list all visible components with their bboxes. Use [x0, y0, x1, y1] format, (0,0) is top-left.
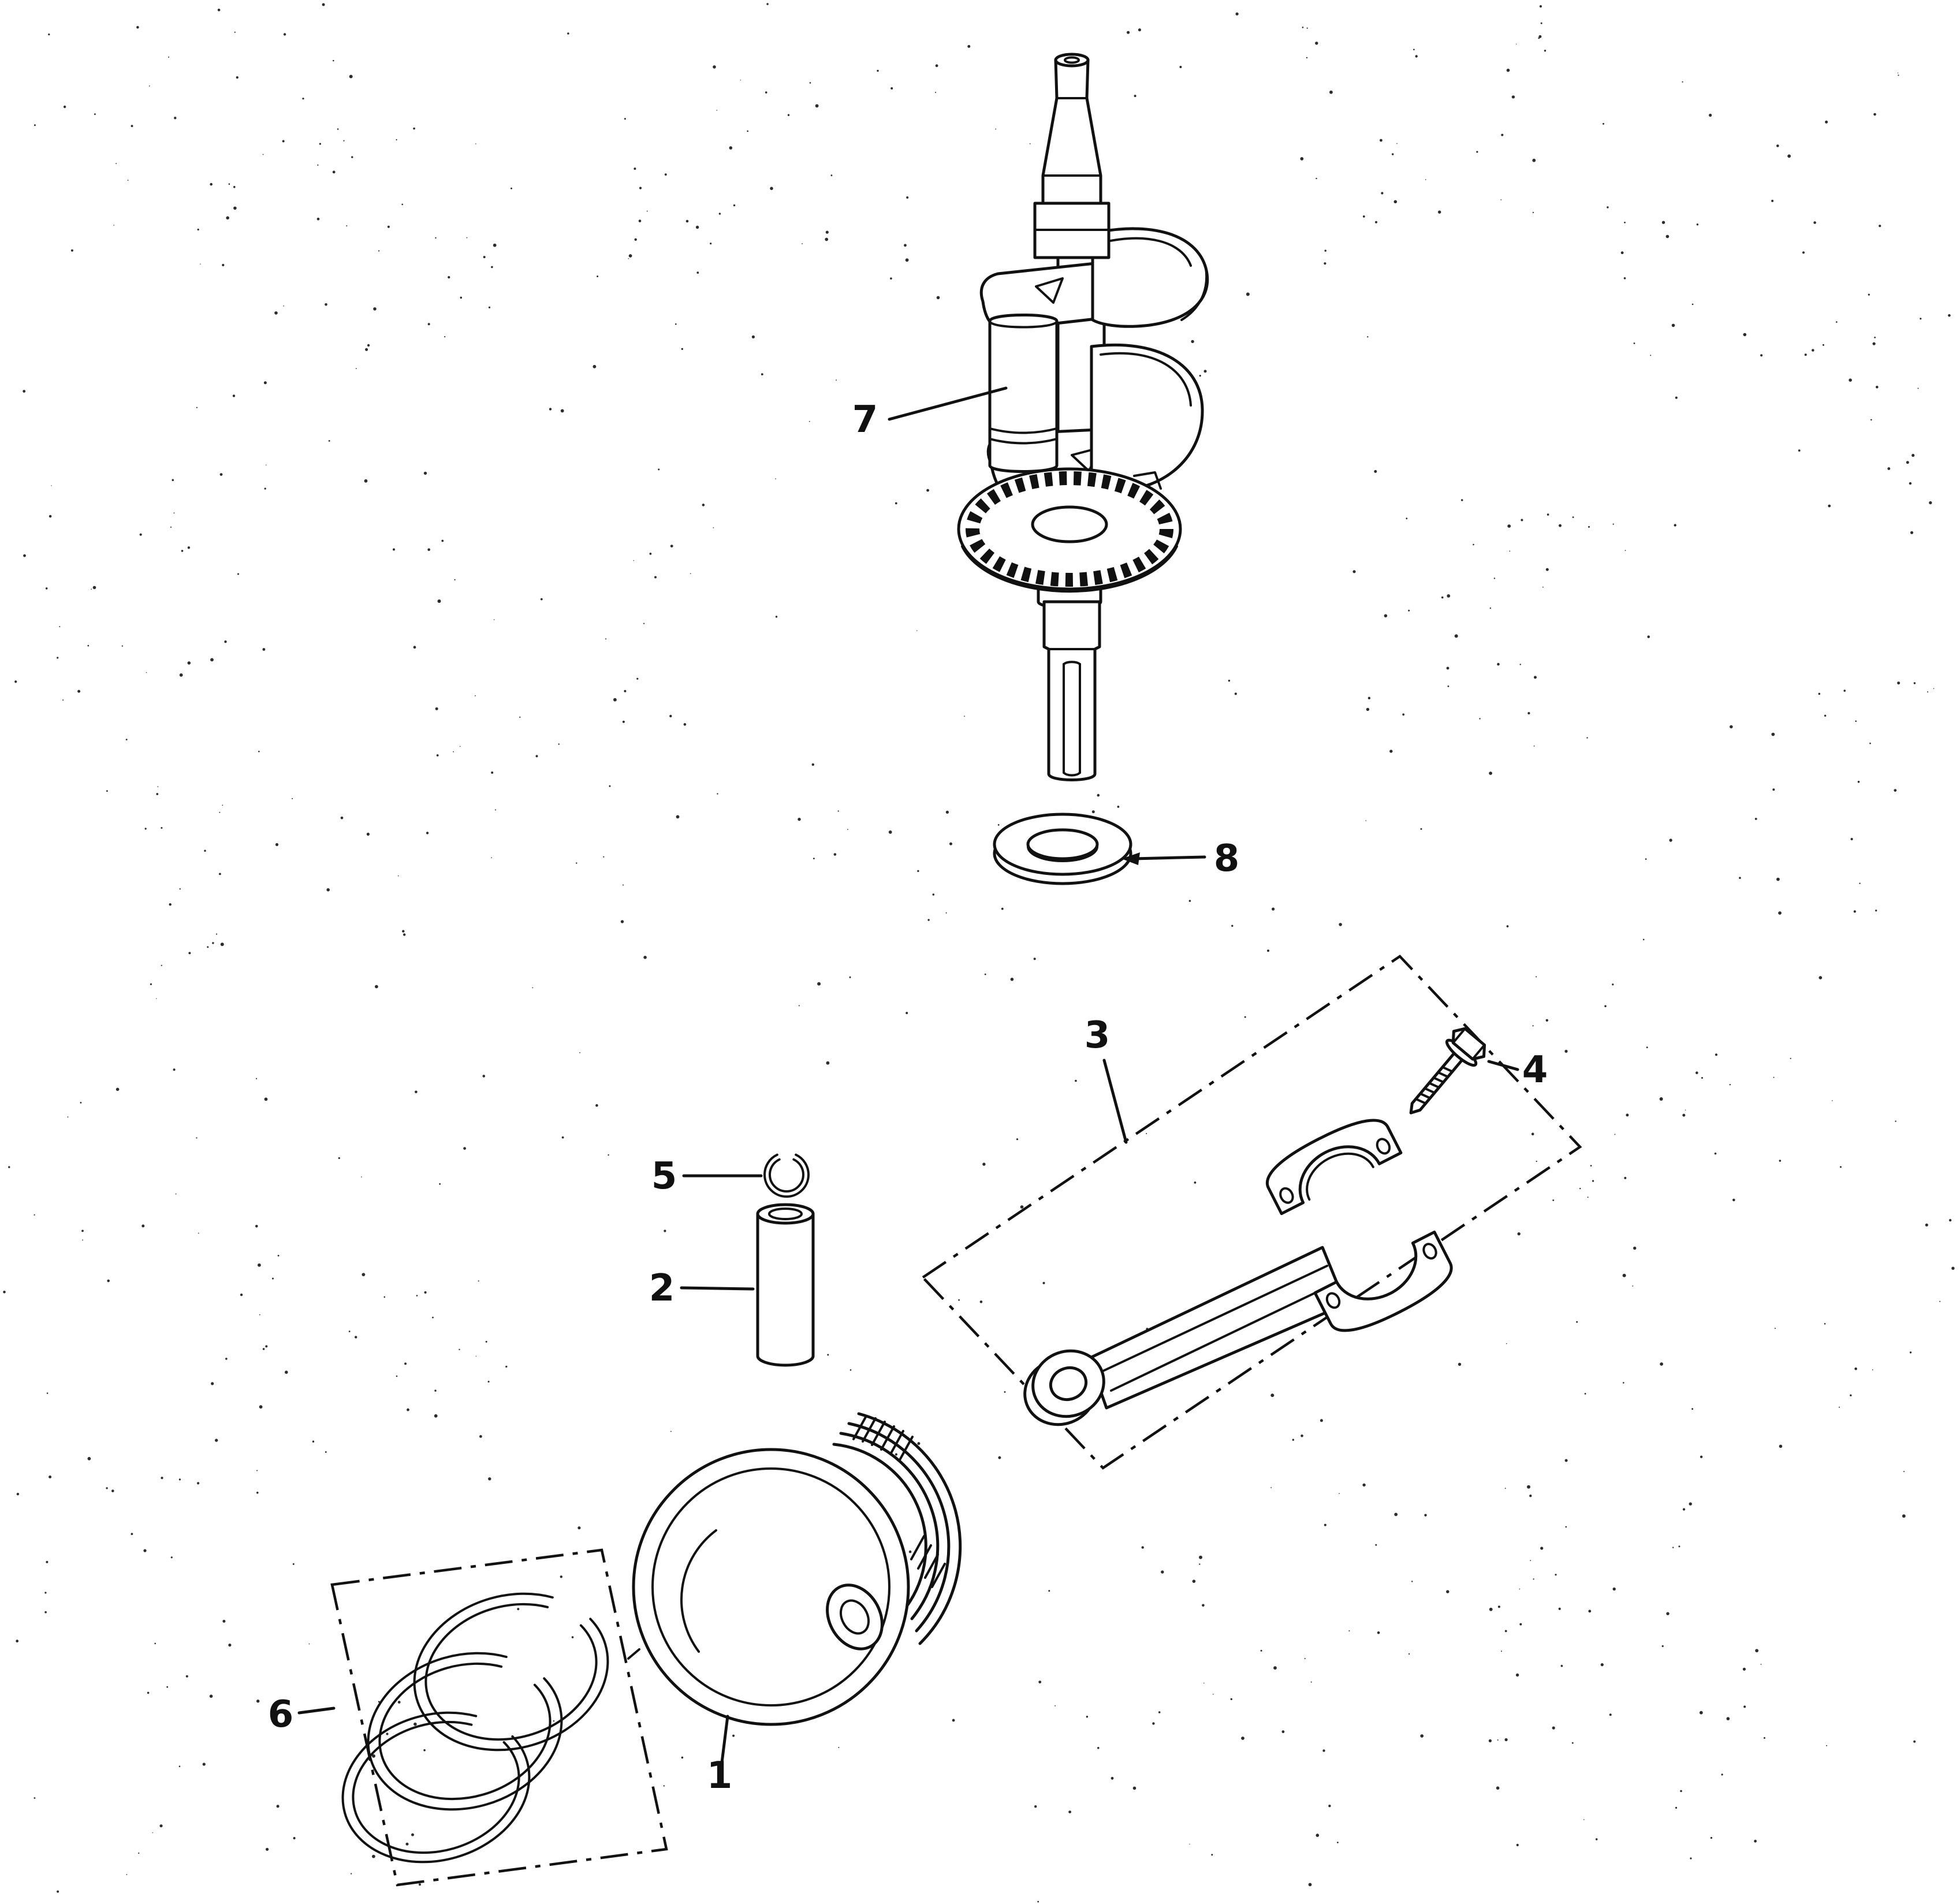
- callout-4: 4: [1487, 1049, 1548, 1091]
- callout-5-label: 5: [651, 1155, 677, 1198]
- callout-2-leader: [680, 1286, 755, 1291]
- callout-1-label: 1: [707, 1754, 733, 1797]
- connecting-rod-drawing: [1023, 1230, 1453, 1426]
- callout-8-arrowhead: [1121, 852, 1140, 865]
- callout-5: 5: [651, 1155, 763, 1198]
- ring-set-box: [330, 1548, 668, 1887]
- callout-7-leader: [888, 386, 1008, 421]
- callout-4-label: 4: [1522, 1049, 1548, 1091]
- washer-drawing: [993, 813, 1132, 885]
- callout-1: 1: [707, 1715, 733, 1797]
- rod-cap-drawing: [1266, 1119, 1403, 1216]
- callout-8: 8: [1121, 837, 1239, 880]
- piston-ring-top-drawing: [413, 1592, 609, 1752]
- speckle-noise: [3, 3, 1955, 1903]
- rod-bolt-drawing: [1409, 1027, 1486, 1115]
- piston-ring-second-drawing: [367, 1652, 563, 1811]
- callout-3-leader: [1102, 1059, 1128, 1144]
- piston-drawing: [627, 1412, 962, 1726]
- callout-6: 6: [268, 1693, 336, 1736]
- crankshaft-drawing: [957, 53, 1209, 781]
- callout-8-leader: [1131, 855, 1206, 860]
- callout-3: 3: [1085, 1014, 1128, 1144]
- callout-7-label: 7: [852, 398, 878, 441]
- callout-1-leader: [720, 1715, 729, 1764]
- piston-ring-oil-drawing: [341, 1711, 531, 1864]
- callout-6-label: 6: [268, 1693, 294, 1736]
- piston-pin-drawing: [756, 1203, 815, 1367]
- callout-8-label: 8: [1214, 837, 1240, 880]
- callout-2: 2: [649, 1267, 755, 1310]
- callout-7: 7: [852, 386, 1008, 441]
- snap-ring-drawing: [763, 1152, 810, 1198]
- callout-6-leader: [297, 1706, 336, 1715]
- callout-4-leader: [1487, 1060, 1519, 1071]
- callout-3-label: 3: [1085, 1014, 1111, 1057]
- callout-2-label: 2: [649, 1267, 675, 1310]
